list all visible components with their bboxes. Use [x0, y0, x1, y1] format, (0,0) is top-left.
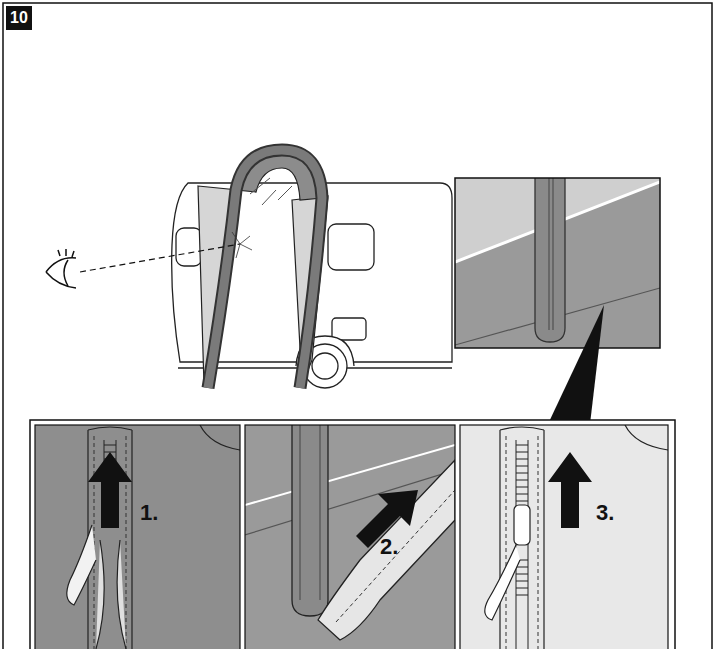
panel-border: [460, 425, 668, 649]
eye-lashes: [58, 249, 74, 257]
panel-border: [35, 425, 240, 649]
panel-border: [245, 425, 455, 649]
callout-number: 2.: [380, 534, 398, 560]
tube-end: [292, 425, 328, 616]
callout-number: 1.: [140, 500, 158, 526]
zip-cord: [67, 525, 96, 605]
move-arrow: [88, 452, 132, 528]
awning: [198, 150, 328, 388]
panel-ground: [35, 425, 240, 649]
fabric-edge: [200, 425, 240, 450]
awning-tube: [208, 150, 322, 388]
step-number: 10: [10, 10, 28, 26]
step-number-box: 10: [6, 6, 32, 30]
eye-pupil: [64, 260, 68, 286]
inset-ground: [455, 178, 660, 348]
tube-end: [535, 178, 565, 342]
panel-ground: [460, 425, 668, 649]
callout-number: 3.: [596, 500, 614, 526]
detail-panel: [460, 425, 668, 649]
fabric-flap: [318, 460, 455, 640]
panel-ground: [245, 425, 455, 649]
sight-rays: [232, 232, 252, 258]
zoom-inset: [455, 178, 660, 348]
eye: [46, 249, 76, 288]
caravan-window: [328, 224, 374, 270]
zip-cord: [485, 545, 520, 620]
zip-slider: [514, 505, 530, 545]
tube-seam: [300, 425, 320, 600]
detail-panel: [35, 425, 240, 649]
awning-tube: [208, 150, 322, 388]
caravan-window: [176, 228, 202, 266]
zoom-pointer: [548, 305, 604, 424]
stitching: [506, 436, 538, 649]
zip-strip: [88, 427, 132, 649]
awning-stitch: [250, 178, 292, 205]
panel-frame: [30, 420, 675, 649]
move-arrow: [548, 452, 592, 528]
inset-border: [455, 178, 660, 348]
fabric-edge: [625, 425, 668, 450]
sight-line: [80, 244, 240, 272]
caravan-hatch: [332, 318, 366, 340]
detail-panel: [245, 425, 455, 649]
eye-outline: [46, 258, 76, 288]
tube-seam: [549, 178, 553, 330]
wheel-hub: [312, 353, 338, 379]
zip-open: [96, 540, 126, 649]
stitching: [336, 490, 455, 622]
zip-strip: [500, 427, 544, 649]
